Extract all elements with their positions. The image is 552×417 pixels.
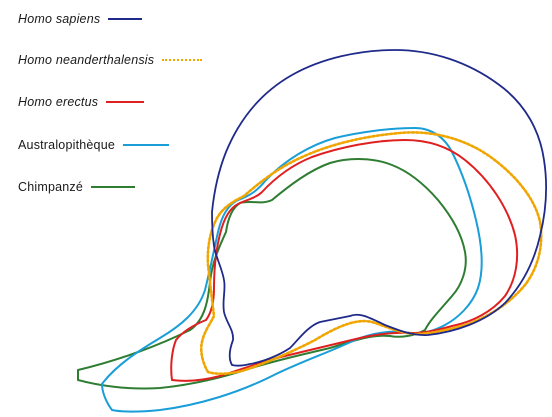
skull-outline-australopitheque <box>102 128 482 412</box>
skull-outline-homo-sapiens <box>212 50 546 366</box>
